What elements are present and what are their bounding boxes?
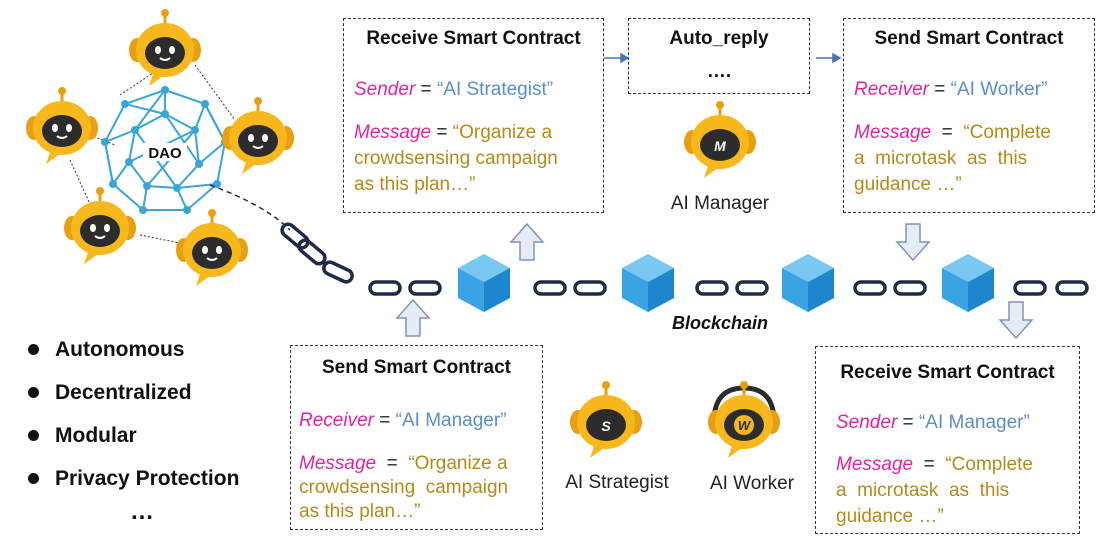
feature-item: Modular (28, 414, 239, 457)
message-line: as this plan…” (354, 174, 476, 195)
robot-icon (222, 97, 294, 174)
svg-text:W: W (738, 418, 752, 433)
svg-text:S: S (601, 418, 611, 434)
message-line: a microtask as this (854, 148, 1028, 169)
dao-label: DAO (148, 145, 182, 162)
ai-strategist-robot: S (568, 379, 644, 460)
blockchain-label: Blockchain (672, 313, 769, 333)
send-contract-bottom-box: Send Smart Contract Receiver = “AI Manag… (290, 345, 543, 530)
auto-reply-box: Auto_reply …. (628, 18, 810, 94)
ai-worker-robot: W (706, 379, 782, 460)
box-title: Receive Smart Contract (366, 28, 581, 49)
receiver-line: Receiver = “AI Manager” (299, 410, 507, 431)
block-icon (622, 254, 674, 312)
box-title: Auto_reply (669, 28, 769, 49)
bullet-icon (28, 430, 39, 441)
ai-manager-robot: M (682, 99, 758, 180)
bullet-icon (28, 344, 39, 355)
block-icon (782, 254, 834, 312)
message-line: guidance …” (836, 506, 944, 527)
message-line: Message = “Organize a (299, 453, 508, 474)
message-line: Message = “Complete (836, 454, 1033, 475)
message-line: a microtask as this (836, 480, 1010, 501)
feature-item: Autonomous (28, 328, 239, 371)
dao-network: DAO (101, 86, 229, 214)
arrow-down-icon (999, 301, 1033, 339)
robot-icon (26, 87, 98, 164)
dao-chain-connector (209, 184, 291, 231)
message-line: as this plan…” (299, 501, 421, 522)
feature-list: Autonomous Decentralized Modular Privacy… (28, 328, 239, 500)
svg-text:M: M (714, 138, 726, 154)
box-title: Receive Smart Contract (840, 362, 1055, 383)
message-line: Message = “Organize a (354, 122, 553, 143)
feature-item: Privacy Protection (28, 457, 239, 500)
sender-line: Sender = “AI Strategist” (354, 79, 554, 100)
message-line: crowdsensing campaign (354, 148, 558, 169)
message-line: Message = “Complete (854, 122, 1051, 143)
block-icon (458, 254, 510, 312)
message-line: crowdsensing campaign (299, 477, 509, 498)
bullet-icon (28, 387, 39, 398)
feature-item: Decentralized (28, 371, 239, 414)
feature-list-more: … (130, 498, 154, 525)
bullet-icon (28, 473, 39, 484)
receiver-line: Receiver = “AI Worker” (854, 79, 1048, 100)
block-icon (942, 254, 994, 312)
arrow-up-icon (396, 299, 430, 337)
send-contract-top-box: Send Smart Contract Receiver = “AI Worke… (843, 18, 1095, 213)
robot-icon (176, 209, 248, 286)
box-title: Send Smart Contract (322, 357, 511, 378)
arrow-down-icon (896, 223, 930, 261)
receive-contract-bottom-box: Receive Smart Contract Sender = “AI Mana… (815, 346, 1080, 534)
ai-manager-label: AI Manager (670, 193, 770, 214)
robot-icon (64, 187, 136, 264)
box-title: Send Smart Contract (874, 28, 1064, 49)
auto-reply-content: …. (706, 61, 732, 82)
robot-icon (129, 9, 201, 86)
arrow-up-icon (510, 223, 544, 261)
ai-strategist-label: AI Strategist (565, 472, 669, 493)
ai-worker-label: AI Worker (709, 473, 795, 494)
receive-contract-top-box: Receive Smart Contract Sender = “AI Stra… (343, 18, 604, 213)
sender-line: Sender = “AI Manager” (836, 412, 1030, 433)
connector-arrows (604, 52, 842, 64)
message-line: guidance …” (854, 174, 962, 195)
